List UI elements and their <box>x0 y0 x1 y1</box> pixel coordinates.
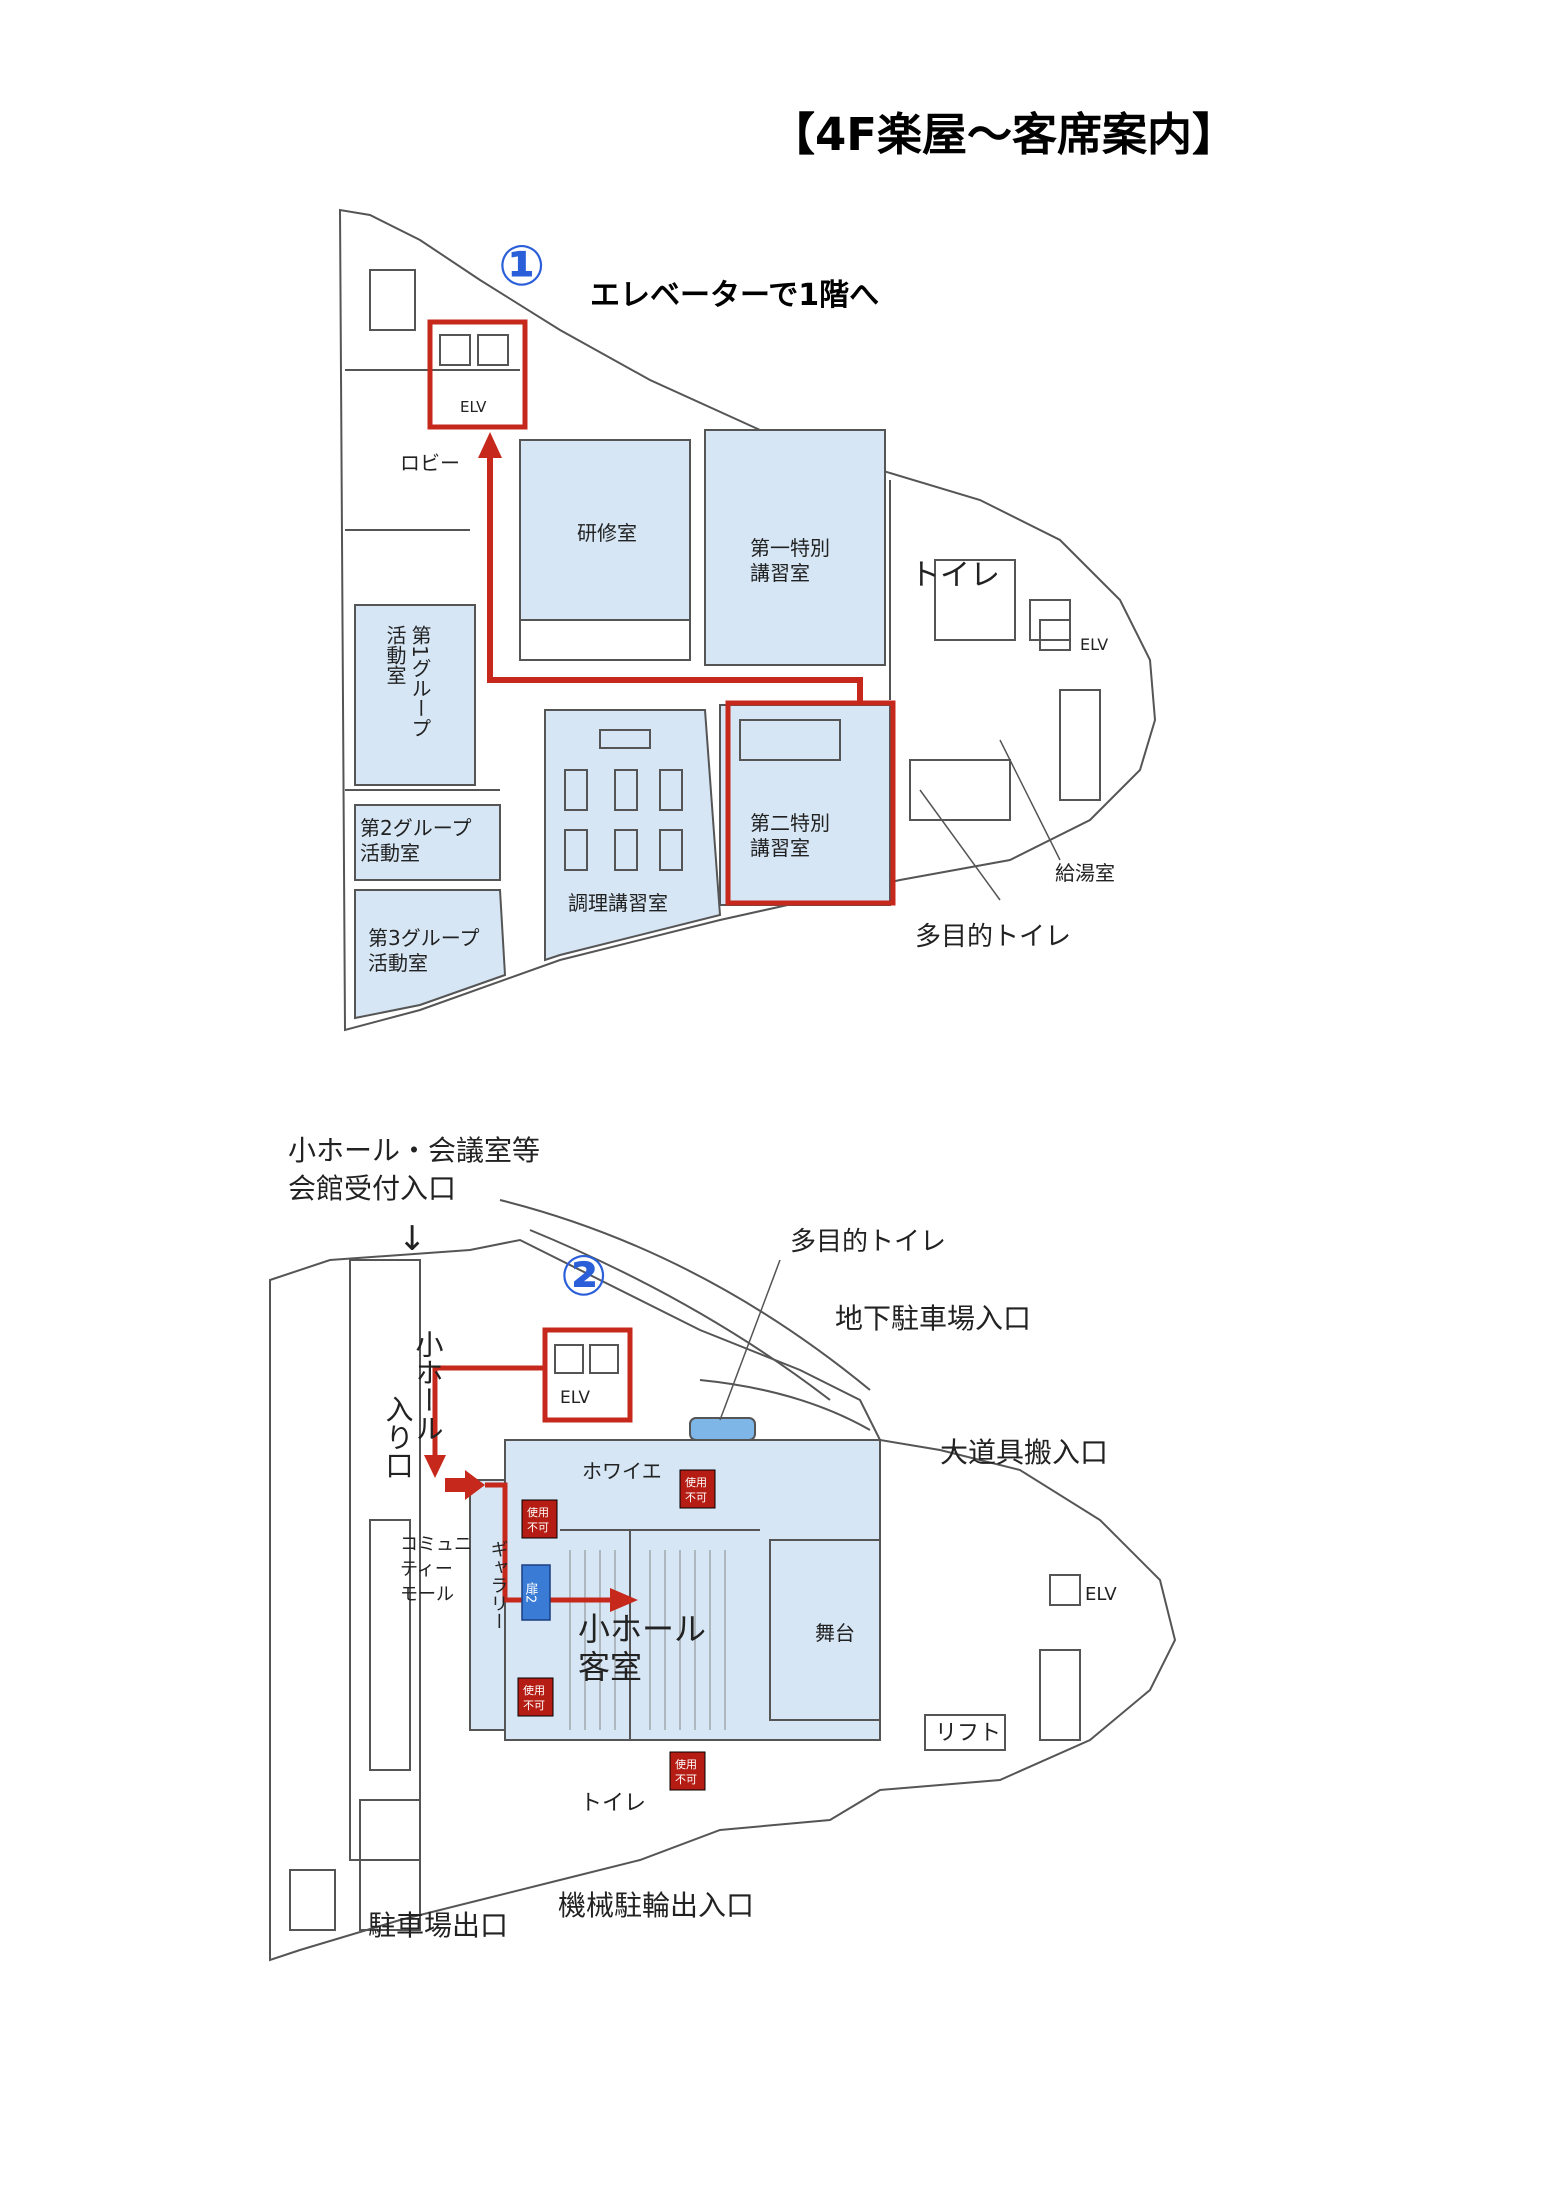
label-multi-toilet-4f: 多目的トイレ <box>915 922 1071 952</box>
label-group1-b: 活動室 <box>383 625 407 685</box>
svg-text:不可: 不可 <box>685 1491 707 1504</box>
svg-text:不可: 不可 <box>523 1699 545 1712</box>
room-group3 <box>354 889 507 1020</box>
area-stage <box>769 1539 881 1721</box>
step2-number: ② <box>560 1244 607 1309</box>
unusable-badge-3: 使用 不可 <box>517 1677 554 1717</box>
label-large-props: 大道具搬入口 <box>940 1436 1108 1469</box>
room-special1 <box>704 429 886 666</box>
elv-highlight-4f <box>427 319 528 430</box>
route-line-1f-top <box>432 1365 545 1455</box>
label-group3-1: 第3グループ <box>368 926 480 950</box>
label-training: 研修室 <box>577 521 637 545</box>
elv-highlight-1f <box>542 1327 633 1423</box>
unusable-badge-2: 使用 不可 <box>679 1469 716 1509</box>
label-special2-2: 講習室 <box>750 836 810 860</box>
step1-instruction: エレベーターで1階へ <box>590 278 879 313</box>
label-foyer: ホワイエ <box>582 1459 662 1483</box>
label-community-a: コミュニ <box>400 1534 472 1555</box>
route-line-4f <box>487 455 863 703</box>
label-elv-4f: ELV <box>460 398 487 416</box>
route-arrowhead-1f-right <box>445 1470 485 1500</box>
unusable-badge-1: 使用 不可 <box>521 1499 558 1539</box>
label-group3-2: 活動室 <box>368 951 428 975</box>
label-group2-1: 第2グループ <box>360 816 472 840</box>
label-multi-toilet-1f: 多目的トイレ <box>790 1227 946 1257</box>
label-bicycle: 機械駐輪出入口 <box>558 1889 754 1922</box>
label-special1-2: 講習室 <box>750 561 810 585</box>
label-toilet-4f: トイレ <box>910 558 1000 593</box>
label-community-b: ティー <box>400 1559 453 1580</box>
label-special2-1: 第二特別 <box>750 811 830 835</box>
label-special1-1: 第一特別 <box>750 536 830 560</box>
room-group2 <box>354 804 501 881</box>
room-special2 <box>719 704 891 906</box>
label-group1-a: 第1グループ <box>408 625 432 738</box>
label-elv-right-4f: ELV <box>1080 635 1108 654</box>
page-title: 【4F楽屋〜客席案内】 <box>770 108 1238 161</box>
label-entrance-1: 小ホール・会議室等 <box>288 1134 540 1167</box>
step1-number: ① <box>498 234 545 299</box>
svg-text:不可: 不可 <box>527 1521 549 1534</box>
label-community-c: モール <box>400 1584 454 1605</box>
special2-highlight <box>725 700 896 906</box>
room-group1 <box>354 604 476 786</box>
multi-toilet-pool <box>689 1417 756 1441</box>
route-arrowhead-1f-down <box>424 1455 446 1478</box>
route-arrowhead-4f <box>478 432 502 458</box>
floor1-route <box>424 1327 638 1612</box>
label-stage: 舞台 <box>815 1621 855 1645</box>
floor1-map <box>269 1199 1177 1962</box>
svg-text:使用: 使用 <box>523 1684 545 1697</box>
floor4-map <box>338 208 1157 1032</box>
room-training <box>519 439 691 621</box>
svg-text:使用: 使用 <box>685 1476 707 1489</box>
label-underground-parking: 地下駐車場入口 <box>835 1302 1031 1335</box>
floor4-outline <box>338 208 1157 1032</box>
label-group2-2: 活動室 <box>360 841 420 865</box>
room-cooking <box>544 709 722 962</box>
label-lobby: ロビー <box>400 451 460 475</box>
label-hall-seats-2: 客室 <box>578 1648 642 1686</box>
area-gallery <box>469 1479 506 1731</box>
svg-text:不可: 不可 <box>675 1773 697 1786</box>
label-hall-entrance-a: 小ホール <box>412 1330 445 1442</box>
label-entrance-2: 会館受付入口 <box>288 1172 456 1205</box>
label-entrance-arrow: ↓ <box>398 1219 427 1259</box>
label-elv-right-1f: ELV <box>1085 1584 1117 1605</box>
floor4-route <box>427 319 896 906</box>
label-parking-exit: 駐車場出口 <box>368 1909 508 1942</box>
door2-badge: 扉2 <box>521 1564 551 1621</box>
label-gallery: ギャラリー <box>488 1540 509 1630</box>
unusable-badge-4: 使用 不可 <box>669 1751 706 1791</box>
svg-text:使用: 使用 <box>527 1506 549 1519</box>
label-cooking: 調理講習室 <box>568 891 668 915</box>
label-hall-entrance-b: 入り口 <box>382 1395 415 1479</box>
svg-text:使用: 使用 <box>675 1758 697 1771</box>
label-elv-1f: ELV <box>560 1388 590 1408</box>
label-hall-seats-1: 小ホール <box>578 1610 706 1648</box>
floor1-outline <box>269 1238 1177 1962</box>
label-toilet-1f: トイレ <box>580 1791 646 1816</box>
route-arrowhead-1f-hall <box>610 1588 638 1612</box>
route-line-1f-mid <box>485 1482 610 1603</box>
svg-text:扉2: 扉2 <box>523 1581 539 1603</box>
label-lift: リフト <box>935 1721 1001 1746</box>
label-kitchenette: 給湯室 <box>1055 861 1115 885</box>
